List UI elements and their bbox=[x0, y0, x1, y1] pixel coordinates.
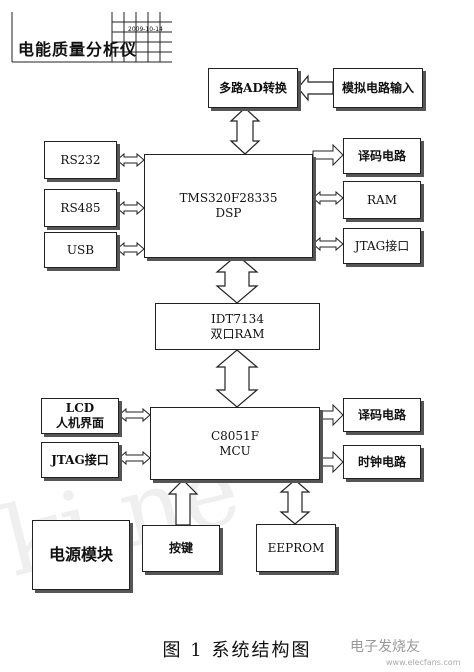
block-analog-input: 模拟电路输入 bbox=[333, 68, 423, 108]
arrow-mcu-decode bbox=[319, 403, 344, 427]
block-lcd: LCD 人机界面 bbox=[41, 398, 119, 434]
block-lcd-line1: LCD bbox=[65, 401, 95, 415]
arrow-mcu-clock bbox=[319, 450, 344, 474]
block-lcd-line2: 人机界面 bbox=[55, 416, 104, 430]
block-ad-convert: 多路AD转换 bbox=[208, 68, 298, 108]
block-mcu: C8051F MCU bbox=[150, 407, 320, 480]
block-dual-port-ram-type: 双口RAM bbox=[210, 326, 265, 341]
block-eeprom-label: EEPROM bbox=[267, 540, 325, 555]
arrow-analog-to-ad bbox=[297, 74, 334, 102]
block-jtag-mcu: JTAG接口 bbox=[41, 442, 119, 478]
arrow-keys-mcu bbox=[167, 479, 199, 526]
block-mcu-type: MCU bbox=[219, 443, 251, 458]
title-frame bbox=[11, 12, 172, 63]
block-ram-label: RAM bbox=[367, 192, 397, 207]
block-dsp-model: TMS320F28335 bbox=[179, 191, 278, 205]
block-keys-label: 按键 bbox=[168, 541, 193, 555]
title-block: 2009-10-14 电能质量分析仪 bbox=[12, 12, 172, 62]
arrow-eeprom-mcu bbox=[279, 479, 311, 525]
block-decode-mcu: 译码电路 bbox=[343, 398, 421, 432]
block-decode-mcu-label: 译码电路 bbox=[357, 407, 406, 422]
block-jtag-dsp-label: JTAG接口 bbox=[354, 238, 410, 253]
watermark-brand: 电子发烧友 bbox=[350, 639, 420, 655]
block-jtag-mcu-label: JTAG接口 bbox=[51, 452, 109, 467]
block-dual-port-ram-model: IDT7134 bbox=[211, 311, 264, 326]
arrow-usb-dsp bbox=[116, 241, 145, 257]
block-analog-input-label: 模拟电路输入 bbox=[341, 80, 414, 95]
block-rs485-label: RS485 bbox=[60, 200, 101, 215]
block-dual-port-ram: IDT7134 双口RAM bbox=[155, 303, 320, 350]
block-usb-label: USB bbox=[66, 242, 95, 257]
arrow-lcd-mcu bbox=[118, 407, 151, 423]
arrow-dsp-decode bbox=[312, 143, 344, 167]
block-rs232: RS232 bbox=[44, 141, 117, 179]
block-dsp: TMS320F28335 DSP bbox=[144, 154, 313, 258]
block-rs232-label: RS232 bbox=[60, 152, 101, 167]
block-ad-convert-label: 多路AD转换 bbox=[219, 80, 287, 95]
block-usb: USB bbox=[44, 232, 117, 268]
arrow-jtagmcu-mcu bbox=[118, 450, 151, 466]
block-jtag-dsp: JTAG接口 bbox=[343, 228, 421, 264]
block-power-label: 电源模块 bbox=[48, 545, 113, 564]
arrow-dsp-dualram bbox=[215, 254, 259, 304]
block-decode-dsp: 译码电路 bbox=[343, 138, 421, 174]
watermark-url: www.elecfans.com bbox=[386, 658, 461, 667]
arrow-rs485-dsp bbox=[116, 200, 145, 216]
arrow-rs232-dsp bbox=[116, 152, 145, 168]
arrow-dsp-ram bbox=[312, 190, 344, 206]
block-ram: RAM bbox=[343, 181, 421, 219]
arrow-dsp-jtag bbox=[312, 236, 344, 252]
title-date: 2009-10-14 bbox=[128, 26, 163, 33]
page-title: 电能质量分析仪 bbox=[18, 40, 138, 59]
block-mcu-model: C8051F bbox=[210, 428, 260, 443]
block-decode-dsp-label: 译码电路 bbox=[357, 148, 406, 163]
block-dsp-type: DSP bbox=[215, 206, 242, 220]
figure-caption: 图 1 系统结构图 bbox=[162, 640, 312, 661]
block-clock-label: 时钟电路 bbox=[357, 454, 406, 469]
block-clock: 时钟电路 bbox=[343, 445, 421, 479]
block-rs485: RS485 bbox=[44, 189, 117, 227]
block-keys: 按键 bbox=[142, 525, 220, 572]
arrow-dualram-mcu bbox=[215, 349, 259, 408]
block-power: 电源模块 bbox=[32, 520, 130, 590]
arrow-ad-dsp bbox=[229, 107, 261, 155]
block-eeprom: EEPROM bbox=[256, 524, 336, 572]
